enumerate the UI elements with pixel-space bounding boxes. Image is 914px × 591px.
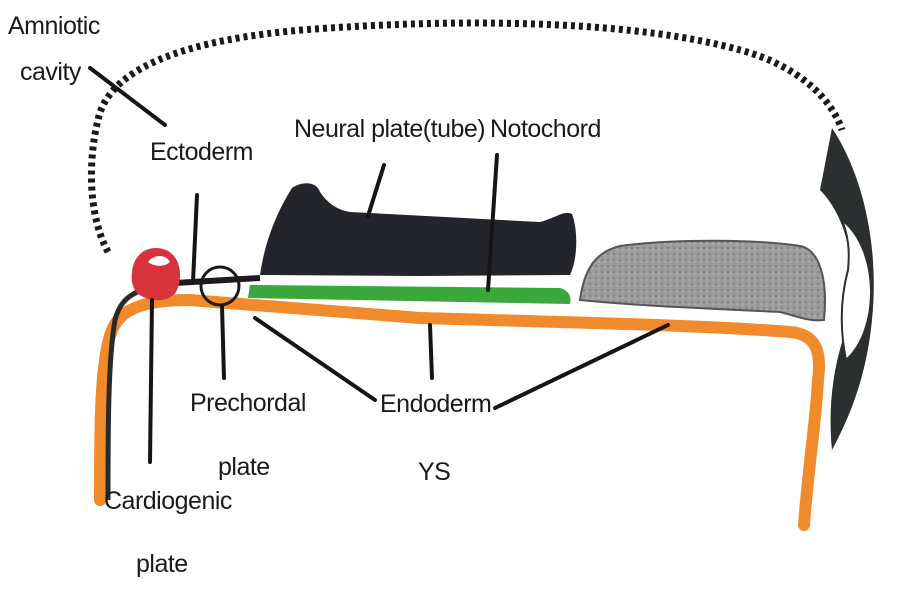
label-cardiogenic-plate-2: plate (136, 550, 188, 578)
ectoderm-line (175, 278, 260, 283)
leader-cardiogenic-plate (150, 300, 152, 462)
label-neural-plate: Neural plate(tube) (294, 115, 485, 143)
label-amniotic-cavity-2: cavity (20, 58, 82, 86)
label-ys: YS (418, 458, 450, 486)
leader-ectoderm (193, 195, 197, 282)
label-cardiogenic-plate-1: Cardiogenic (104, 487, 232, 515)
yolk-sac-gray (580, 241, 825, 321)
leader-endoderm-left (255, 318, 375, 400)
label-prechordal-plate-1: Prechordal (190, 389, 306, 417)
leader-neural-plate (368, 165, 384, 216)
label-notochord: Notochord (490, 115, 601, 143)
cardiogenic-plate (132, 248, 180, 300)
leader-prechordal-plate (222, 306, 224, 378)
label-amniotic-cavity-1: Amniotic (8, 12, 100, 40)
leader-endoderm-right (495, 325, 668, 408)
neural-plate (260, 183, 576, 276)
label-endoderm: Endoderm (380, 390, 491, 418)
leader-endoderm-mid (430, 325, 432, 378)
left-dark-edge (108, 288, 150, 500)
notochord-bar (248, 285, 571, 304)
label-prechordal-plate-2: plate (218, 453, 270, 481)
label-ectoderm: Ectoderm (150, 138, 253, 166)
